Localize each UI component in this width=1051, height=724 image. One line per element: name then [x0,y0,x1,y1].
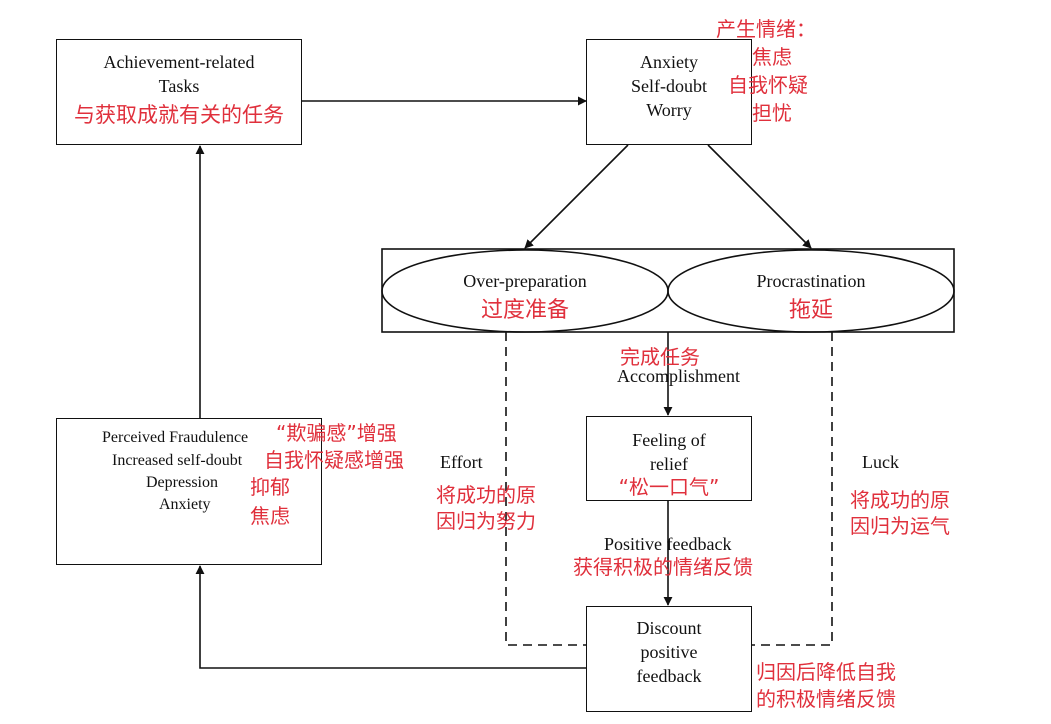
anxiety-annotation-1: 产生情绪： [716,17,816,41]
relief-line-2: relief [650,454,688,474]
fraud-line-1: Perceived Fraudulence [102,429,249,446]
fraud-line-4: Anxiety [159,496,211,513]
effort-annotation-1: 将成功的原 [436,483,536,507]
over-preparation-annotation: 过度准备 [480,298,569,323]
positive-feedback-annotation: 获得积极的情绪反馈 [573,555,753,579]
anxiety-annotation-4: 担忧 [752,101,792,125]
discount-box [586,606,752,712]
luck-label: Luck [862,452,899,472]
tasks-line-2: Tasks [158,76,200,96]
over-preparation-label: Over-preparation [463,271,587,291]
relief-box [586,416,752,501]
dashed-effort-path [505,332,586,646]
procrastination-label: Procrastination [756,271,866,291]
procrastination-ellipse [667,249,955,333]
fraud-annotation-2: 自我怀疑感增强 [264,448,404,472]
anxiety-box [586,39,752,145]
arrow-anxiety-to-procrastination [707,144,812,249]
relief-annotation: “松一口气” [618,475,720,499]
fraud-annotation-1: “欺骗感”增强 [276,421,397,445]
anxiety-line-1: Anxiety [640,52,698,72]
fraud-line-3: Depression [146,474,218,491]
effort-label: Effort [440,452,483,472]
anxiety-line-3: Worry [646,100,692,120]
tasks-box [56,39,302,145]
discount-line-1: Discount [636,618,702,638]
luck-annotation-1: 将成功的原 [850,488,950,512]
accomplishment-label: Accomplishment [617,366,740,386]
dashed-luck-path [752,332,833,646]
accomplishment-annotation: 完成任务 [620,345,700,369]
discount-annotation-1: 归因后降低自我 [756,660,896,684]
luck-annotation-2: 因归为运气 [850,514,950,538]
effort-annotation-2: 因归为努力 [436,509,536,533]
arrow-discount-to-fraud [195,565,586,669]
fraud-annotation-4: 焦虑 [250,504,290,528]
discount-annotation-2: 的积极情绪反馈 [756,687,896,711]
discount-line-2: positive [640,642,698,662]
arrow-anxiety-to-over-preparation [524,144,629,249]
anxiety-annotation-3: 自我怀疑 [728,73,808,97]
relief-line-1: Feeling of [632,430,706,450]
fraud-annotation-3: 抑郁 [250,475,290,499]
fraud-box [56,418,322,565]
anxiety-line-2: Self-doubt [631,76,707,96]
tasks-annotation: 与获取成就有关的任务 [74,103,284,127]
fraud-line-2: Increased self-doubt [112,452,243,469]
positive-feedback-label: Positive feedback [604,534,732,554]
anxiety-annotation-2: 焦虑 [752,45,792,69]
discount-line-3: feedback [636,666,702,686]
tasks-line-1: Achievement-related [103,52,255,72]
procrastination-annotation: 拖延 [788,298,833,323]
